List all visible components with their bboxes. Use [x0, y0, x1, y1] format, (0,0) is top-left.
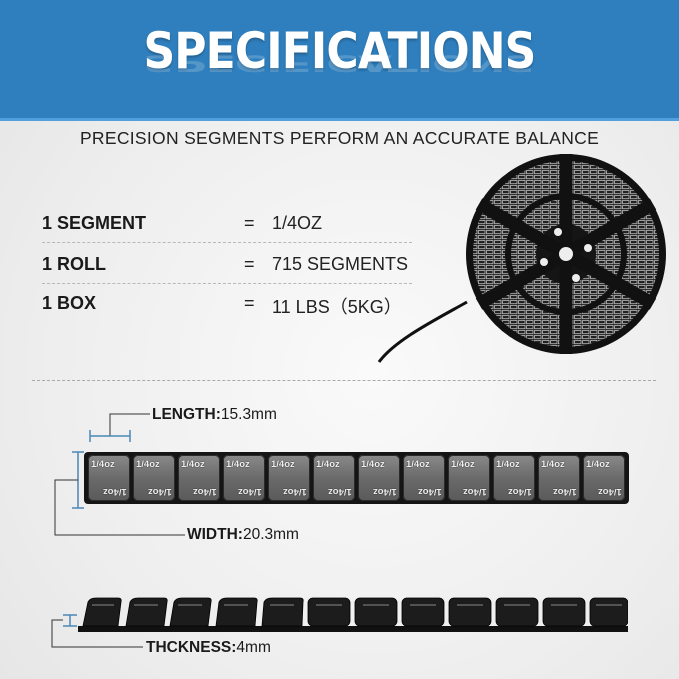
page-title-reflection: SPECIFICATIONS	[143, 49, 536, 76]
spec-row-segment: 1 SEGMENT = 1/4OZ	[42, 203, 414, 243]
header-banner: SPECIFICATIONS SPECIFICATIONS	[0, 0, 679, 121]
page-title: SPECIFICATIONS	[143, 22, 536, 80]
section-divider	[32, 380, 656, 381]
spec-row-box: 1 BOX = 11 LBS（5KG）	[42, 283, 414, 323]
spec-value: 11 LBS（5KG）	[272, 297, 402, 317]
equals-sign: =	[244, 293, 255, 313]
width-bracket-icon	[54, 451, 185, 536]
width-label: WIDTH:20.3mm	[187, 526, 299, 543]
equals-sign: =	[244, 254, 255, 274]
spec-label: 1 SEGMENT	[42, 213, 147, 233]
weight-roll-image	[466, 154, 666, 354]
subtitle: PRECISION SEGMENTS PERFORM AN ACCURATE B…	[79, 128, 600, 148]
segment-strip-side-view	[78, 597, 628, 632]
thickness-label: THCKNESS:4mm	[146, 639, 271, 656]
equals-sign: =	[244, 213, 255, 233]
spec-value: 1/4OZ	[272, 213, 323, 233]
spec-value: 715 SEGMENTS	[272, 254, 409, 274]
spec-row-roll: 1 ROLL = 715 SEGMENTS	[42, 244, 414, 284]
spec-label: 1 ROLL	[42, 254, 107, 274]
length-bracket-icon	[89, 413, 150, 442]
row-divider	[42, 283, 412, 284]
strip-tail-icon	[377, 300, 468, 363]
length-label: LENGTH:15.3mm	[152, 406, 277, 423]
row-divider	[42, 242, 412, 243]
thickness-bracket-icon	[51, 614, 143, 648]
spec-label: 1 BOX	[42, 293, 97, 313]
